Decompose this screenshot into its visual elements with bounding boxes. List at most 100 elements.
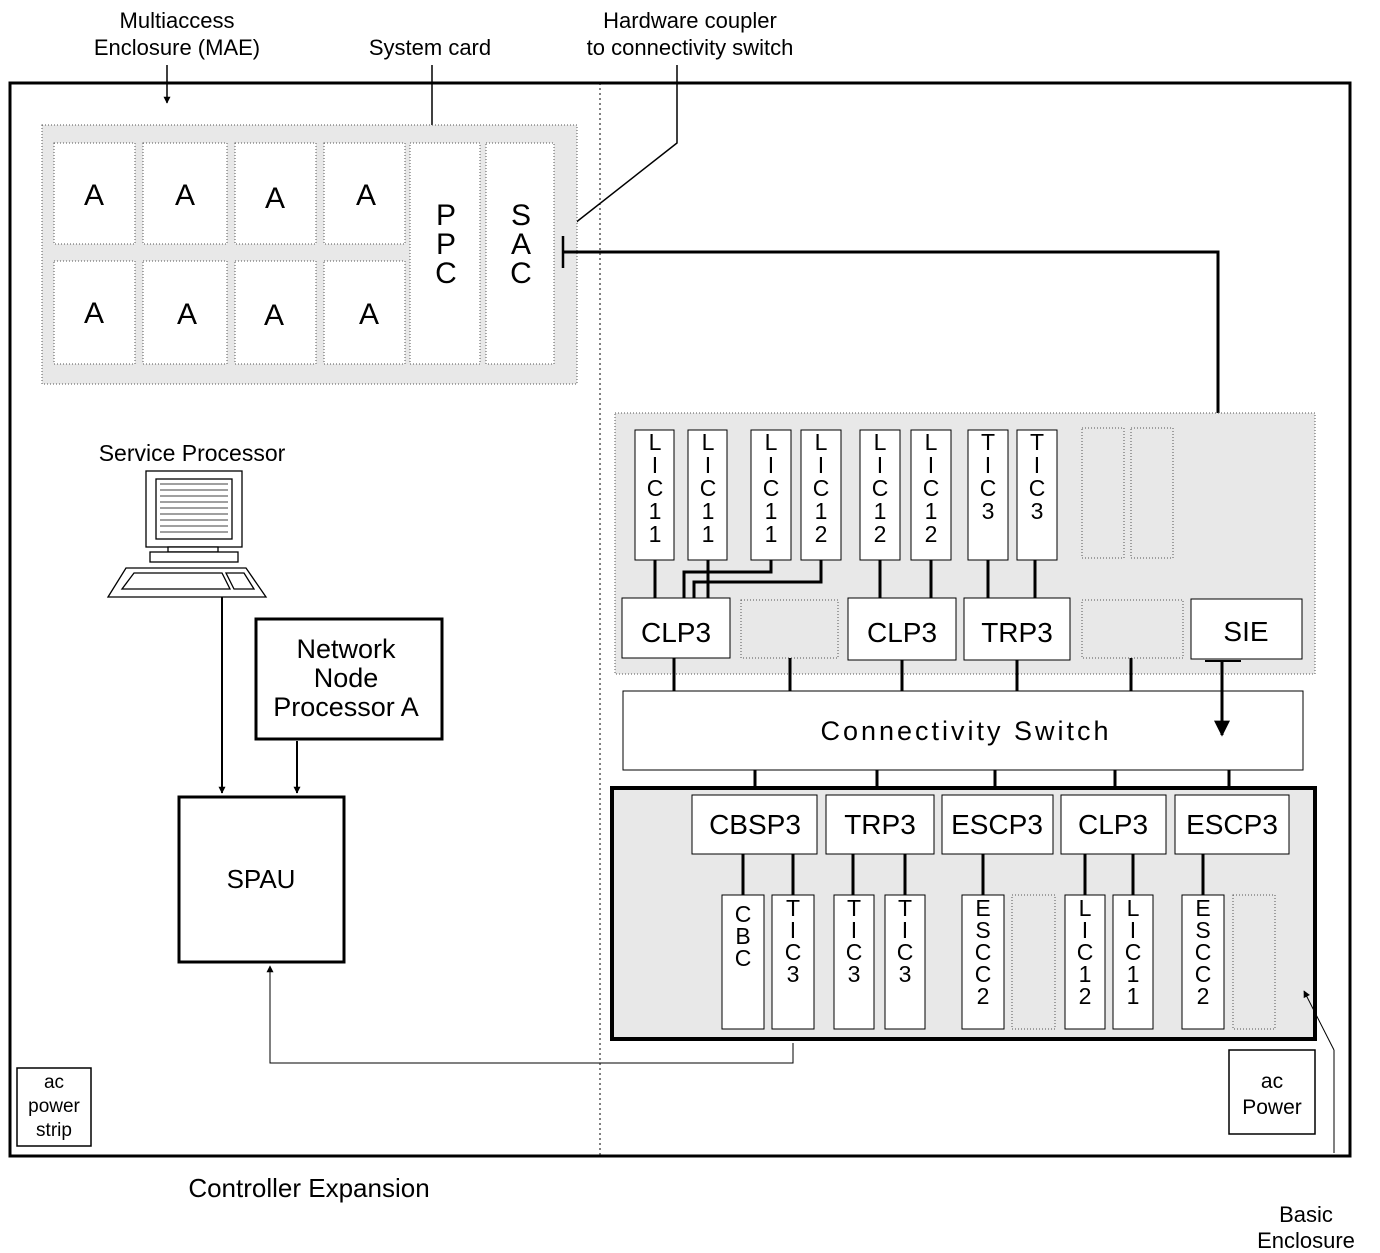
processor-label: ESCP3: [1186, 809, 1278, 840]
bottom-switch-links: [753, 770, 1231, 788]
lic-card: [634, 429, 675, 561]
nnp-box: [254, 617, 444, 741]
escp3-processor: [941, 794, 1054, 855]
basic-enclosure-label-line1: Basic: [1279, 1202, 1333, 1227]
top-card-wiring: [653, 560, 1037, 598]
empty-slot: [1130, 427, 1174, 559]
mae-card: [234, 260, 317, 365]
processor-label: SIE: [1223, 616, 1268, 647]
trp3-processor: [963, 597, 1071, 661]
mae-card: [142, 142, 228, 245]
sie-processor: [1190, 598, 1303, 660]
mae-card-label: A: [265, 182, 285, 215]
spau-label: SPAU: [227, 864, 296, 894]
mae-card-label: A: [264, 299, 284, 332]
mae-card-label: A: [359, 298, 379, 331]
clp3-processor: [1060, 794, 1167, 855]
mae-card: [323, 260, 406, 365]
basic-processors: [691, 794, 1290, 855]
hw-coupler-arrow: [555, 65, 678, 239]
hw-coupler-label-line2: to connectivity switch: [587, 35, 794, 60]
tic-card: [771, 894, 815, 1030]
mae-card-label: A: [175, 179, 195, 212]
top-switch-links: [672, 658, 1133, 691]
escp3-processor: [1174, 794, 1290, 855]
lic-card: [1112, 894, 1154, 1030]
ac-power-strip-label: strip: [36, 1120, 72, 1141]
spau-box: [177, 795, 346, 964]
mae-card: [323, 142, 406, 245]
controller-expansion-label: Controller Expansion: [188, 1173, 429, 1203]
nnp-label-line3: Processor A: [273, 692, 419, 722]
mae-card-label: A: [84, 297, 104, 330]
ppc-card: [409, 142, 481, 365]
mae-label-line2: Enclosure (MAE): [94, 35, 260, 60]
ac-power-box: [1228, 1049, 1316, 1135]
expansion-top-cards: [634, 427, 1174, 561]
empty-processor-slot: [740, 599, 839, 659]
lic-card: [859, 429, 901, 561]
nnp-label-line2: Node: [314, 663, 379, 693]
escc-card: [1181, 894, 1225, 1030]
mae-label-line1: Multiaccess: [120, 8, 235, 33]
empty-slot: [1011, 894, 1056, 1030]
cbc-card: [721, 894, 765, 1030]
mae-cards: A A A A A A A A: [53, 142, 406, 365]
mae-card: [142, 260, 228, 365]
processor-label: ESCP3: [951, 809, 1043, 840]
ac-power-strip-box: [16, 1067, 92, 1147]
escc-card: [961, 894, 1005, 1030]
nnp-label-line1: Network: [296, 634, 396, 664]
mae-card-label: A: [356, 179, 376, 212]
mae-card: [53, 260, 136, 365]
lic-card: [687, 429, 728, 561]
mae-card: [53, 142, 136, 245]
processor-label: TRP3: [981, 617, 1053, 648]
sac-card: [485, 142, 555, 365]
empty-processor-slot: [1081, 599, 1184, 659]
cbsp3-processor: [691, 794, 818, 855]
mae-card-label: A: [177, 298, 197, 331]
tic-card: [884, 894, 926, 1030]
tic-card: [967, 429, 1009, 561]
empty-slot: [1081, 427, 1125, 559]
basic-bottom-cards: [721, 894, 1276, 1030]
trp3-processor: [825, 794, 935, 855]
basic-enclosure-label-line2: Enclosure: [1257, 1228, 1355, 1253]
service-processor-label: Service Processor: [99, 440, 286, 466]
processor-label: TRP3: [844, 809, 916, 840]
processor-label: CLP3: [641, 617, 711, 648]
tic-card: [833, 894, 875, 1030]
lic-card: [800, 429, 842, 561]
